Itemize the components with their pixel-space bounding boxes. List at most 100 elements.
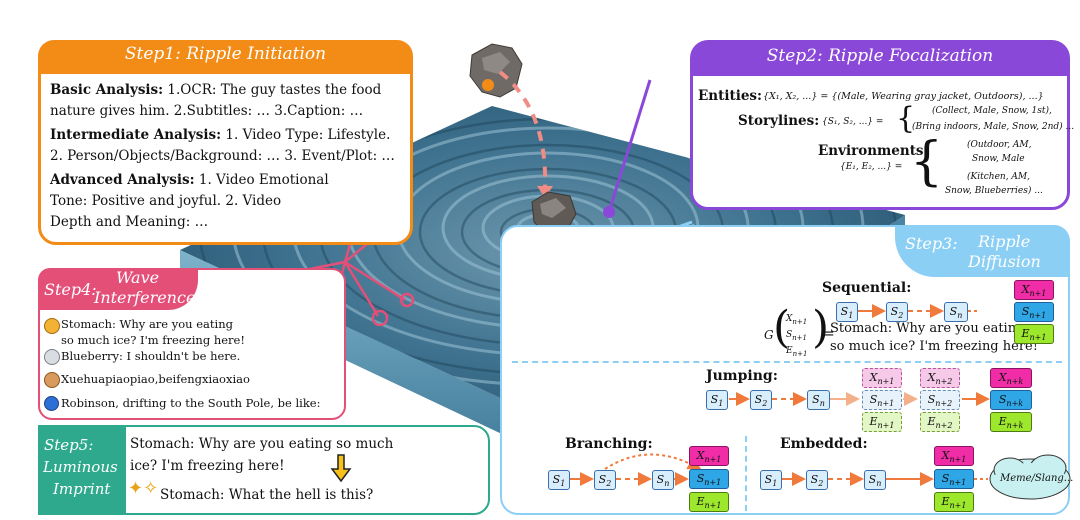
jump-node-sn2: Sn+2 [920, 390, 960, 410]
branch-node-xn1: Xn+1 [689, 446, 729, 466]
embed-node-sn: Sn [864, 470, 886, 490]
down-arrow-icon [330, 454, 352, 483]
step3-g-paren-close: ) [812, 302, 830, 353]
step1-adv-line1: Advanced Analysis: 1. Video Emotional [50, 170, 329, 191]
embed-node-s2: S2 [806, 470, 828, 490]
step2-storylines-brace: { [896, 101, 916, 136]
step3-sequential-label: Sequential: [822, 280, 912, 296]
step3-g-e: En+1 [786, 346, 808, 358]
jump-node-en2: En+2 [920, 412, 960, 432]
step3-divider-vertical [745, 436, 747, 511]
step2-env-1a: (Outdoor, AM, [967, 140, 1032, 150]
step5-header [38, 425, 126, 515]
step1-adv-text3: Depth and Meaning: … [50, 214, 209, 230]
step3-branching-label: Branching: [565, 436, 653, 452]
step4-comment-4: Robinson, drifting to the South Pole, be… [61, 396, 321, 410]
step2-env-2b: Snow, Blueberries) ... [945, 186, 1043, 196]
jump-node-enk: En+k [990, 412, 1032, 432]
step2-storylines-1: (Collect, Male, Snow, 1st), [932, 106, 1052, 116]
jump-node-xnk: Xn+k [990, 368, 1032, 388]
step3-g-x: Xn+1 [786, 314, 808, 326]
step4-title-b: Wave [116, 268, 160, 287]
step1-basic-label: Basic Analysis: [50, 82, 164, 98]
embed-node-s1: S1 [760, 470, 782, 490]
step2-env-brace: { [910, 132, 944, 192]
seq-node-xn1: Xn+1 [1014, 280, 1054, 300]
step2-env-1b: Snow, Male [972, 154, 1025, 164]
step4-comment-3: Xuehuapiaopiao,beifengxiaoxiao [61, 372, 250, 386]
globe-icon [44, 396, 59, 411]
step4-header [38, 268, 198, 310]
sparkle-icon: ✦✧ [128, 478, 159, 499]
step2-storylines-lhs: {S₁, S₂, ...} = [822, 117, 884, 127]
jump-node-s2: S2 [750, 390, 772, 410]
seq-node-s1: S1 [836, 302, 858, 322]
seq-node-sn1: Sn+1 [1014, 302, 1054, 322]
step2-header [690, 40, 1070, 76]
seq-node-s2: S2 [886, 302, 908, 322]
jump-node-sn: Sn [807, 390, 830, 410]
step1-inter-label: Intermediate Analysis: [50, 127, 222, 143]
step3-jumping-label: Jumping: [706, 368, 778, 384]
step1-header [38, 40, 413, 74]
step3-seq-text2: so much ice? I'm freezing here! [830, 339, 1038, 354]
step5-text3: Stomach: What the hell is this? [160, 487, 374, 503]
step3-embedded-label: Embedded: [780, 436, 868, 452]
step2-environments-label: Environments: [818, 143, 929, 159]
embed-node-xn1: Xn+1 [934, 446, 974, 466]
step3-meme-label: Meme/Slang... [1000, 473, 1074, 484]
step1-panel [38, 55, 413, 245]
step2-env-2a: (Kitchen, AM, [967, 172, 1030, 182]
step1-basic-line1: Basic Analysis: 1.OCR: The guy tastes th… [50, 80, 381, 101]
step1-basic-text1: 1.OCR: The guy tastes the food [163, 82, 382, 98]
step3-g-formula: G [764, 328, 774, 342]
step3-title-c: Diffusion [968, 252, 1041, 271]
step2-title: Step2: Ripple Focalization [766, 46, 994, 66]
step5-title-b: Luminous [43, 458, 118, 476]
step4-title-a: Step4: [44, 280, 97, 299]
step1-basic-text2: nature gives him. 2.Subtitles: … 3.Capti… [50, 103, 364, 119]
branch-node-en1: En+1 [689, 492, 729, 512]
step1-inter-text2: 2. Person/Objects/Background: … 3. Event… [50, 148, 395, 164]
embed-node-sn1: Sn+1 [934, 469, 974, 489]
silver-medal-icon [44, 349, 60, 365]
step2-entities-formula: {X₁, X₂, ...} = {(Male, Wearing gray jac… [763, 91, 1044, 102]
step3-g-equals: = [823, 326, 835, 342]
step3-divider-horizontal [512, 361, 1062, 363]
step1-adv-text1: 1. Video Emotional [194, 172, 329, 188]
meme-cloud [989, 454, 1071, 500]
step5-title-a: Step5: [44, 436, 94, 454]
step2-entities-label: Entities: [698, 88, 763, 104]
jump-node-snk: Sn+k [990, 390, 1032, 410]
step1-inter-line1: Intermediate Analysis: 1. Video Type: Li… [50, 125, 390, 146]
step2-panel [690, 58, 1070, 210]
seq-node-sn: Sn [944, 302, 968, 322]
step3-g-paren: ( [773, 302, 791, 353]
step1-title: Step1: Ripple Initiation [124, 44, 327, 64]
step4-comment-2: Blueberry: I shouldn't be here. [61, 349, 241, 363]
step4-title-c: Interference [94, 288, 196, 307]
jump-node-en1: En+1 [862, 412, 902, 432]
step5-title-c: Imprint [53, 480, 111, 498]
bronze-medal-icon [44, 372, 60, 388]
step2-storylines-2: (Bring indoors, Male, Snow, 2nd) ... [912, 122, 1075, 132]
branch-node-sn1: Sn+1 [689, 469, 729, 489]
step2-storylines-label: Storylines: [738, 113, 820, 129]
jump-node-s1: S1 [706, 390, 728, 410]
branch-node-s1: S1 [548, 470, 570, 490]
step1-inter-text1: 1. Video Type: Lifestyle. [221, 127, 391, 143]
step3-seq-text1: Stomach: Why are you eating [830, 321, 1025, 336]
jump-node-xn2: Xn+2 [920, 368, 960, 388]
step3-title-b: Ripple [978, 232, 1031, 251]
step1-adv-text2: Tone: Positive and joyful. 2. Video [50, 193, 282, 209]
branch-node-sn: Sn [652, 470, 674, 490]
jump-node-xn1: Xn+1 [862, 368, 902, 388]
embed-node-en1: En+1 [934, 492, 974, 512]
step2-environments-lhs: {E₁, E₂, ...} = [840, 162, 903, 172]
step1-adv-label: Advanced Analysis: [50, 172, 195, 188]
step3-title-a: Step3: [905, 234, 958, 253]
gold-medal-icon [44, 318, 60, 334]
step4-comment-1b: so much ice? I'm freezing here! [61, 333, 245, 347]
jump-node-sn1: Sn+1 [862, 390, 902, 410]
